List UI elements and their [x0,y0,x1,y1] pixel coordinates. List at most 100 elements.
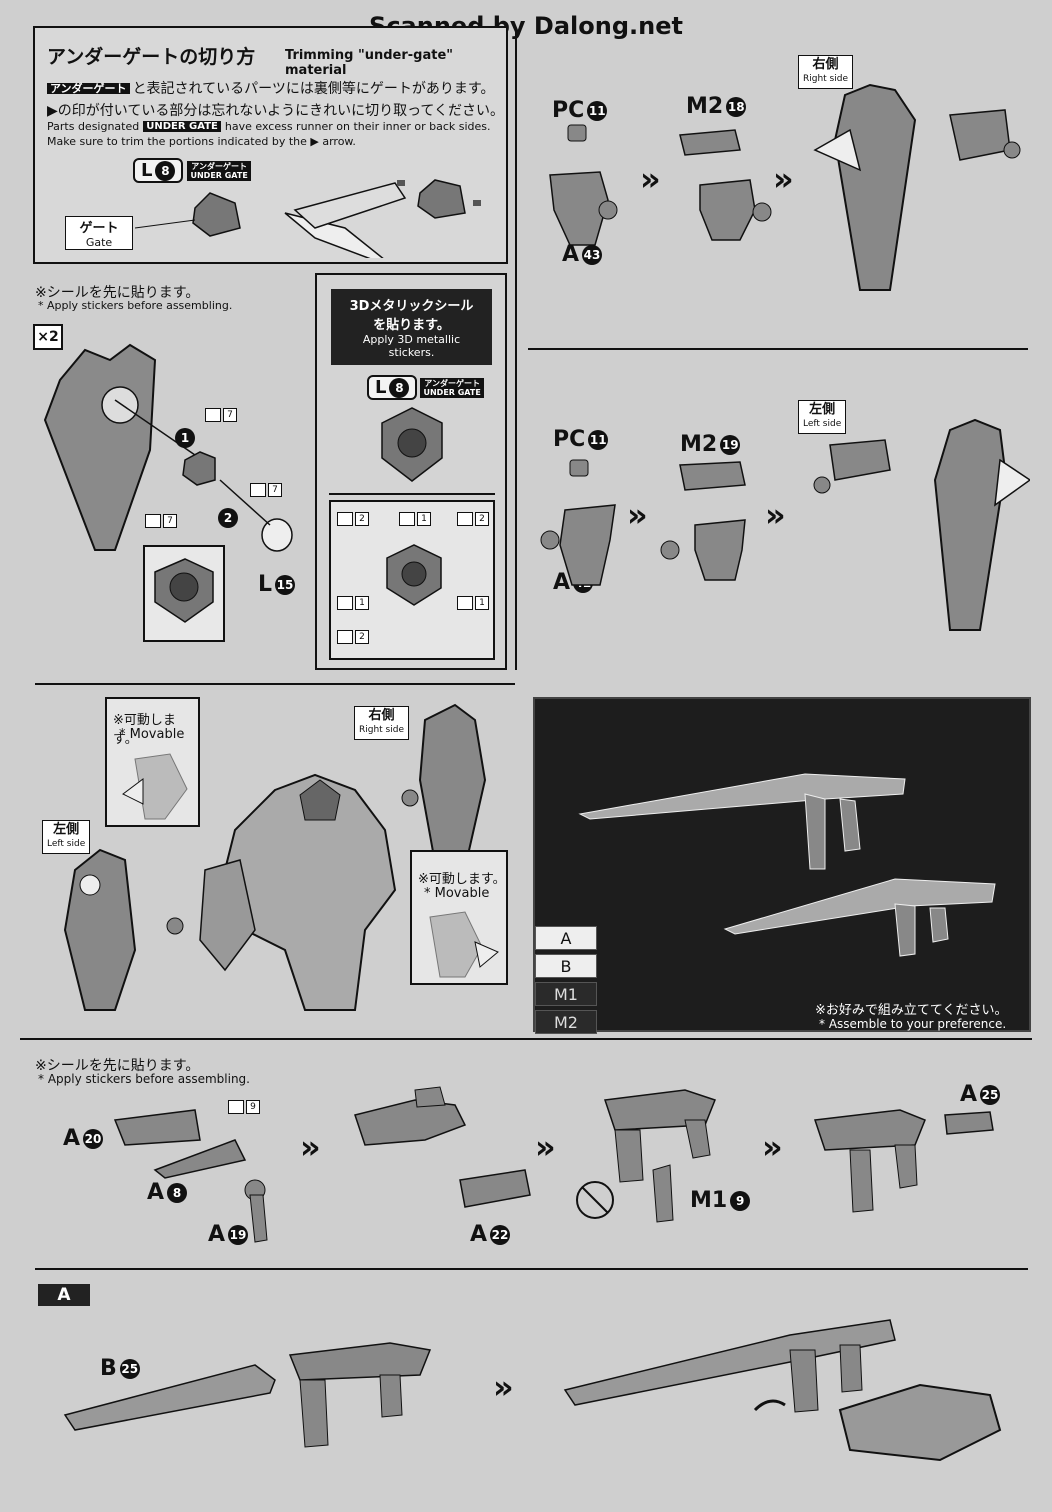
movable-callout-1: ※可動します。 * Movable [105,697,200,827]
sticker-2-c: 2 [337,630,369,644]
metallic-en: Apply 3D metallic stickers. [362,333,461,359]
weapon-render-1 [578,773,906,870]
undergate-illustration [135,179,481,258]
movable-jp-2: ※可動します。 [418,872,506,887]
variant-a[interactable]: A [535,926,597,950]
metallic-part-illustration [381,407,443,482]
detail-zoom-svg [154,558,214,623]
step-mark-1: 1 [175,428,195,448]
step-arrow-1: » [640,160,661,198]
undergate-panel: アンダーゲートの切り方 Trimming "under-gate" materi… [33,26,508,264]
section-a-step2-illustration [563,1319,1002,1462]
metallic-jp2: を貼ります。 [373,318,450,333]
step-arrow-2: » [773,160,794,198]
weapon-render-2 [723,878,996,957]
undergate-en-line1: Parts designated UNDER GATE have excess … [47,120,491,133]
movable-illustration-1 [122,753,188,820]
step-arrow-5: » [300,1128,321,1166]
divider-full-2 [35,1268,1028,1270]
movable-en-1: * Movable [119,727,185,742]
gun-body-step3-illustration [576,1089,716,1223]
sticker-1-a: 1 [399,512,431,526]
undergate-jp-line1: アンダーゲート と表記されているパーツには裏側等にゲートがあります。 [47,78,494,98]
multiplier-badge: ×2 [33,324,63,350]
shield-assembly-illustration [43,343,293,552]
gate-label: ゲート Gate [65,216,133,250]
gun-body-step1-illustration [113,1109,268,1243]
step-arrow-3: » [627,496,648,534]
sticker-note-en-2: * Apply stickers before assembling. [38,1072,250,1086]
sticker-2-a: 2 [337,512,369,526]
sticker-7-b: 7 [250,483,282,497]
metallic-sticker-box: 3Dメタリックシール を貼ります。 Apply 3D metallic stic… [315,273,507,670]
step-arrow-6: » [535,1128,556,1166]
weapon-variants-panel: A B M1 M2 ※お好みで組み立ててください。 * Assemble to … [533,697,1031,1034]
undergate-en-b: have excess runner on their inner or bac… [224,120,491,133]
undergate-en-tag: UNDER GATE [143,121,221,132]
step-arrow-8: » [493,1368,514,1406]
section-a-step1-illustration [63,1342,432,1448]
sticker-note-jp-1: ※シールを先に貼ります。 [35,285,200,301]
sticker-note-jp-2: ※シールを先に貼ります。 [35,1058,200,1074]
gun-body-step4-illustration [813,1109,994,1213]
variant-b[interactable]: B [535,954,597,978]
metallic-banner: 3Dメタリックシール を貼ります。 Apply 3D metallic stic… [331,289,492,365]
robot-assembly-illustration [63,703,487,1011]
sticker-7-a: 7 [205,408,237,422]
variant-m1[interactable]: M1 [535,982,597,1006]
undergate-jp-line1-text: と表記されているパーツには裏側等にゲートがあります。 [132,81,495,97]
undergate-title-en: Trimming "under-gate" material [285,48,454,78]
sticker-9: 9 [228,1100,260,1114]
step-arrow-7: » [762,1128,783,1166]
step-arrow-4: » [765,496,786,534]
step-mark-2: 2 [218,508,238,528]
movable-illustration-2 [429,911,499,978]
undergate-title-jp: アンダーゲートの切り方 [47,46,256,68]
metallic-detail-box: 2 1 2 1 1 2 [329,500,495,660]
sticker-2-b: 2 [457,512,489,526]
movable-en-2: * Movable [424,886,490,901]
preference-en: * Assemble to your preference. [819,1017,1007,1031]
divider-right-1 [528,348,1028,350]
divider-full-1 [20,1038,1032,1040]
metallic-detail-illustration [386,544,442,606]
divider-mid [35,683,515,685]
section-a-badge: A [38,1284,90,1306]
undergate-en-line2: Make sure to trim the portions indicated… [47,135,356,148]
left-arm-assembly-illustration [540,418,1030,631]
variant-m2[interactable]: M2 [535,1010,597,1034]
column-divider-top [515,30,517,670]
preference-jp: ※お好みで組み立ててください。 [815,1003,1008,1018]
detail-zoom-box [143,545,225,642]
right-arm-assembly-illustration [549,83,1021,291]
gun-body-step2-illustration [354,1086,531,1208]
sticker-7-c: 7 [145,514,177,528]
sticker-1-c: 1 [457,596,489,610]
metallic-jp1: 3Dメタリックシール [349,299,474,314]
movable-callout-2: ※可動します。 * Movable [410,850,508,985]
metallic-inner-divider [329,493,495,495]
sticker-1-b: 1 [337,596,369,610]
